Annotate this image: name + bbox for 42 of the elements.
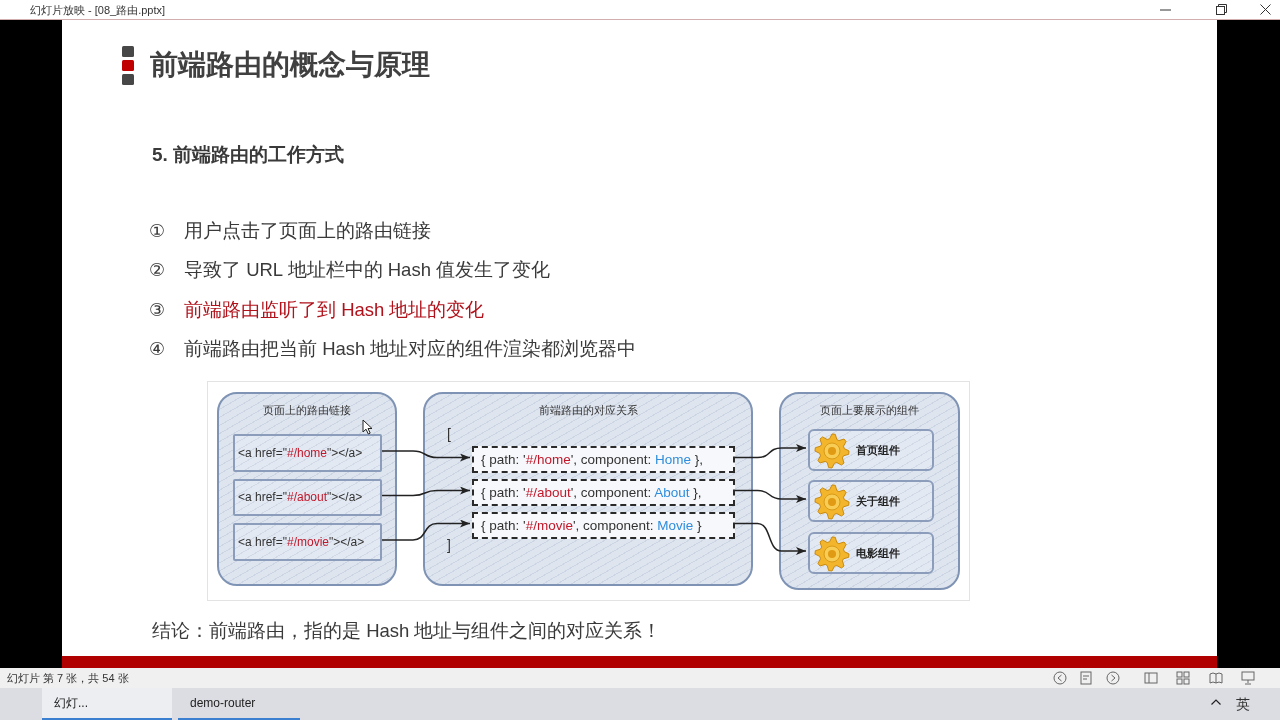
link-code-box: <a href="#/about"></a>: [233, 479, 382, 516]
route-entry-box: { path: '#/about', component: About },: [472, 479, 735, 506]
arrow: [379, 486, 471, 497]
component-box: [808, 480, 934, 522]
panel-heading: 前端路由的对应关系: [537, 403, 639, 417]
arrow: [732, 522, 807, 555]
step-text: 导致了 URL 地址栏中的 Hash 值发生了变化: [184, 259, 551, 281]
component-label: 关于组件: [856, 494, 900, 509]
panel-heading: 页面上要展示的组件: [819, 403, 920, 417]
bracket-text: ]: [447, 537, 451, 553]
panel-heading: 页面上的路由链接: [262, 403, 352, 417]
link-code-box: <a href="#/movie"></a>: [233, 523, 382, 561]
route-entry-box: { path: '#/home', component: Home },: [472, 446, 735, 473]
step-text: 用户点击了页面上的路由链接: [184, 220, 431, 242]
component-label: 首页组件: [856, 443, 900, 458]
arrow: [732, 489, 807, 503]
step-text: 前端路由监听了到 Hash 地址的变化: [184, 299, 485, 321]
step-number: ③: [149, 299, 166, 321]
taskbar-button: demo-router: [178, 688, 300, 720]
window-title: 幻灯片放映 - [08_路由.pptx]: [30, 3, 166, 17]
bracket-text: [: [447, 426, 451, 442]
component-label: 电影组件: [856, 546, 900, 561]
arrow: [379, 450, 471, 462]
section-heading: 5. 前端路由的工作方式: [152, 143, 345, 167]
group-panel: [779, 392, 960, 590]
input-method-text: 英: [1236, 695, 1250, 713]
step-number: ④: [149, 338, 166, 360]
taskbar-button: 幻灯...: [42, 688, 172, 720]
status-text: 幻灯片 第 7 张，共 54 张: [7, 671, 129, 685]
group-panel: [423, 392, 753, 586]
step-number: ②: [149, 259, 166, 281]
component-box: [808, 532, 934, 574]
arrow: [732, 444, 807, 459]
route-entry-box: { path: '#/movie', component: Movie }: [472, 512, 735, 539]
link-code-box: <a href="#/home"></a>: [233, 434, 382, 472]
conclusion-text: 结论：前端路由，指的是 Hash 地址与组件之间的对应关系！: [152, 620, 662, 642]
step-number: ①: [149, 220, 166, 242]
arrow: [379, 519, 471, 541]
component-box: [808, 429, 934, 471]
group-panel: [217, 392, 397, 586]
slide-title: 前端路由的概念与原理: [150, 48, 430, 82]
step-text: 前端路由把当前 Hash 地址对应的组件渲染都浏览器中: [184, 338, 637, 360]
